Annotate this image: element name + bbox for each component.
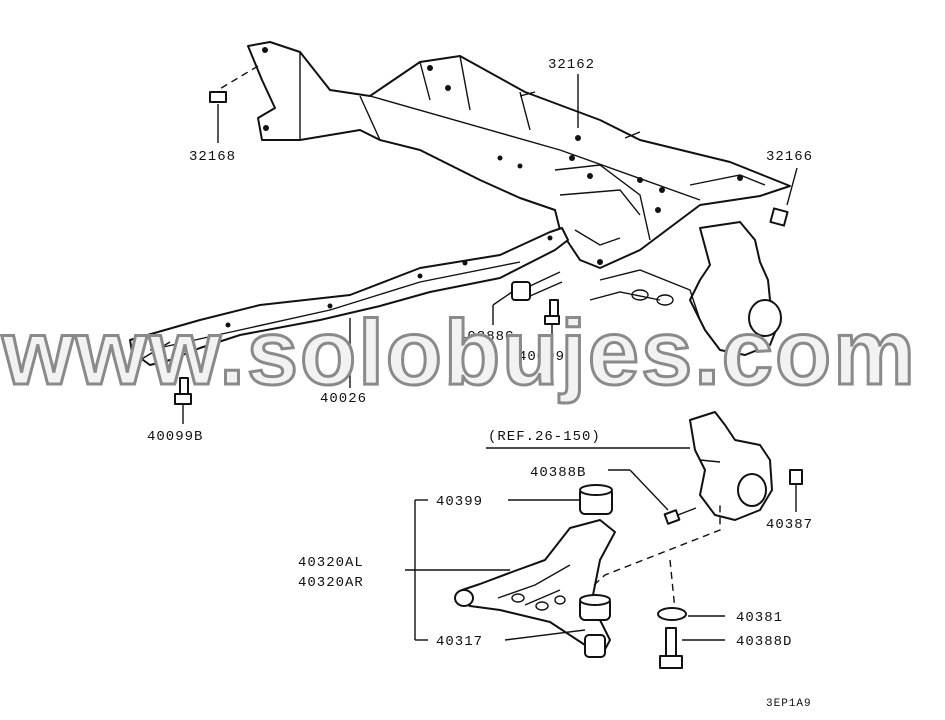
washer-40381 [657, 607, 725, 621]
steering-knuckle-lower [689, 411, 773, 521]
bolt-40388D [659, 627, 725, 669]
side-rail-40026 [129, 227, 569, 366]
label-32162: 32162 [548, 57, 595, 73]
label-40026: 40026 [320, 391, 367, 407]
dashed-guide-balljoint [593, 505, 721, 586]
label-40388C: 40388C [458, 329, 514, 345]
diagram-code: 3EP1A9 [766, 698, 812, 710]
label-40320AR: 40320AR [298, 575, 364, 591]
dashed-guide-washer [669, 559, 676, 611]
label-40387: 40387 [766, 517, 813, 533]
bolt-40099C [544, 299, 560, 345]
label-32166: 32166 [766, 149, 813, 165]
label-40320AL: 40320AL [298, 555, 364, 571]
bushing-40388C [492, 271, 563, 325]
label-40099B: 40099B [147, 429, 203, 445]
label-40317: 40317 [436, 634, 483, 650]
bracket-leaders [405, 499, 586, 641]
watermark-text: www.solobujes.com [1, 302, 917, 404]
nut-32166 [769, 167, 798, 227]
bolt-32168 [209, 65, 259, 143]
label-40388B: 40388B [530, 465, 586, 481]
ball-joint [579, 594, 611, 621]
front-crossmember [247, 41, 791, 269]
label-40399: 40399 [436, 494, 483, 510]
bushing-40399 [579, 484, 613, 515]
label-40381: 40381 [736, 610, 783, 626]
label-40388D: 40388D [736, 634, 792, 650]
bolt-40388B [608, 469, 697, 525]
label-32168: 32168 [189, 149, 236, 165]
nut-40387 [789, 469, 803, 512]
reference-label: (REF.26-150) [488, 429, 601, 445]
label-40099C: 40099C [518, 349, 574, 365]
steering-knuckle-upper [589, 221, 782, 356]
lower-arm-40320 [454, 519, 616, 656]
bushing-40317 [584, 634, 606, 658]
bolt-40099B [174, 377, 192, 424]
